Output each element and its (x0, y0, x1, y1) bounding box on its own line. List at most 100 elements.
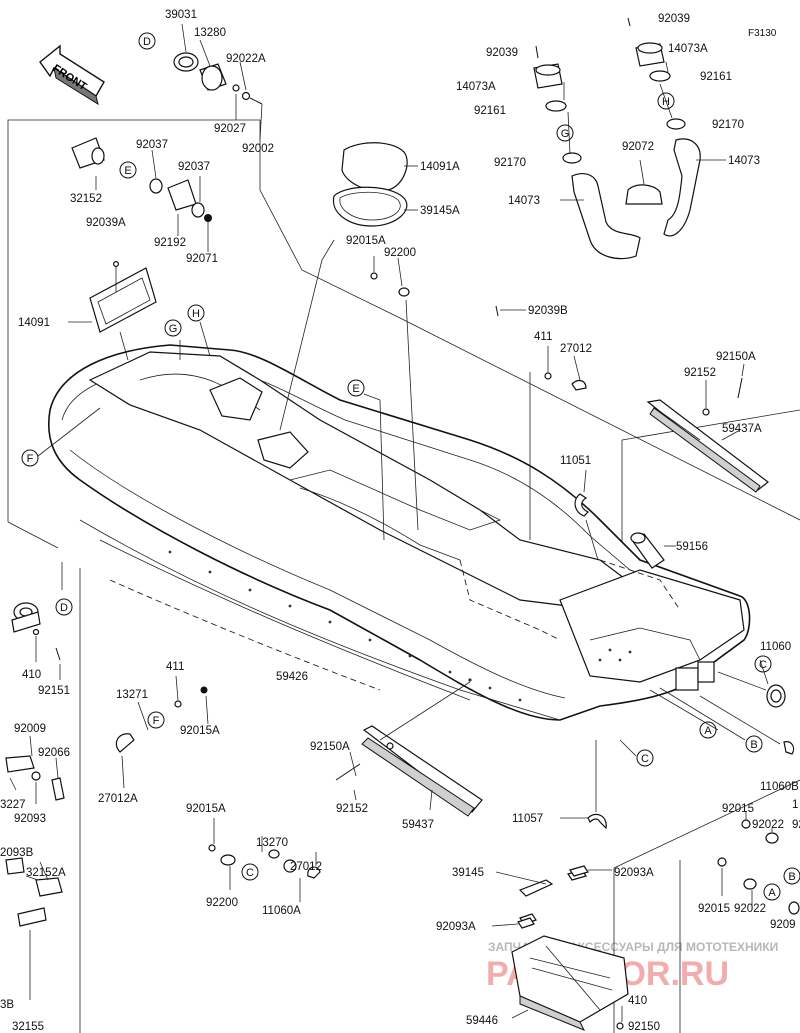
label-92093: 92093 (14, 813, 46, 825)
label-13280: 13280 (194, 27, 226, 39)
callout-b-low: B (783, 867, 800, 885)
label-27012-top: 27012 (560, 343, 592, 355)
svg-text:D: D (60, 602, 68, 614)
label-14091: 14091 (18, 317, 50, 329)
tube-59156 (630, 532, 676, 569)
label-92015-b: 92015 (698, 903, 730, 915)
fastener-group-top (279, 239, 419, 531)
washer-group-right (717, 812, 800, 915)
label-59437: 59437 (402, 819, 434, 831)
callout-g-hull: G (164, 319, 182, 337)
callout-h-top: H (657, 92, 675, 110)
label-92093A-b: 92093A (614, 867, 654, 879)
label-14073-a: 14073 (508, 195, 540, 207)
callout-b-hull: B (745, 735, 763, 753)
callout-e-top: E (119, 161, 137, 179)
clip-group-mid (115, 675, 209, 789)
fitting-group-left-low (5, 857, 63, 1000)
hatch-cover-14091A (332, 142, 418, 227)
label-3227: 3227 (0, 799, 26, 811)
label-92192: 92192 (154, 237, 186, 249)
clip-11051 (574, 469, 599, 561)
svg-text:G: G (169, 323, 178, 335)
label-92027: 92027 (214, 123, 246, 135)
vent-fitting-group (71, 137, 212, 252)
label-14073A-a: 14073A (456, 81, 496, 93)
cooling-hose-group (533, 17, 726, 260)
label-92022-b: 92022 (734, 903, 766, 915)
ring-11060 (699, 659, 795, 755)
callouts: D E G H G H E F D F C C A B C A B (21, 32, 800, 901)
label-92015A-top: 92015A (346, 235, 386, 247)
label-92002: 92002 (242, 143, 274, 155)
svg-text:B: B (750, 739, 757, 751)
svg-text:B: B (788, 871, 795, 883)
svg-text:E: E (124, 165, 131, 177)
label-92037-a: 92037 (136, 139, 168, 151)
callout-g-top: G (556, 124, 574, 142)
label-3B: 3B (0, 999, 14, 1011)
label-92152-mid: 92152 (336, 803, 368, 815)
label-92152-top: 92152 (684, 367, 716, 379)
label-92071: 92071 (186, 253, 218, 265)
callout-e-hull: E (347, 379, 365, 397)
svg-text:A: A (768, 887, 776, 899)
callout-f-hull: F (21, 449, 39, 467)
label-92200-low: 92200 (206, 897, 238, 909)
label-11060-right: 11060 (760, 641, 791, 653)
label-92093A-a: 92093A (436, 921, 476, 933)
label-92170-b: 92170 (712, 119, 744, 131)
label-411-top: 411 (534, 331, 552, 343)
label-59446: 59446 (466, 1015, 498, 1027)
label-59156: 59156 (676, 541, 708, 553)
svg-text:C: C (759, 659, 767, 671)
label-92039-b: 92039 (658, 13, 690, 25)
label-32155: 32155 (12, 1021, 44, 1033)
label-1-cut: 1 (792, 799, 798, 811)
callout-h-hull: H (187, 304, 205, 322)
svg-text:F: F (153, 715, 160, 727)
callout-c-right: C (754, 655, 772, 673)
label-13270: 13270 (256, 837, 288, 849)
callout-a-low: A (763, 883, 781, 901)
drain-plug-group (173, 23, 263, 141)
label-410-low: 410 (628, 995, 647, 1007)
label-11060B-right: 11060B (760, 781, 799, 793)
label-92015A-low: 92015A (186, 803, 226, 815)
callout-c-hull: C (636, 749, 654, 767)
label-14073A-b: 14073A (668, 43, 708, 55)
label-92037-b: 92037 (178, 161, 210, 173)
label-92161-b: 92161 (700, 71, 732, 83)
rail-59437A (646, 363, 769, 493)
label-92039A: 92039A (86, 217, 126, 229)
part-labels: 39031 13280 92022A 92027 92002 92037 920… (0, 9, 800, 1033)
fastener-92039B (495, 305, 526, 317)
strainer-group-left (11, 562, 63, 680)
clip-11057 (560, 740, 607, 830)
clip-group-top (529, 346, 587, 540)
label-410-left: 410 (22, 669, 41, 681)
svg-text:D: D (143, 36, 151, 48)
svg-text:H: H (662, 96, 670, 108)
callout-d-left: D (55, 598, 73, 616)
label-9209-cut: 9209 (770, 919, 796, 931)
svg-text:G: G (561, 128, 570, 140)
label-92022-a: 92022 (752, 819, 784, 831)
label-92150: 92150 (628, 1021, 660, 1033)
rail-59437 (335, 681, 483, 817)
label-92066: 92066 (38, 747, 70, 759)
label-92150A-top: 92150A (716, 351, 756, 363)
label-411-mid: 411 (166, 661, 184, 673)
label-92161-a: 92161 (474, 105, 506, 117)
label-92015A-mid: 92015A (180, 725, 220, 737)
svg-text:C: C (641, 753, 649, 765)
frame-lines (7, 119, 800, 1033)
label-39145A: 39145A (420, 205, 460, 217)
label-27012A: 27012A (98, 793, 138, 805)
svg-text:H: H (192, 308, 200, 320)
figure-code: F3130 (748, 28, 777, 39)
svg-text:E: E (352, 383, 359, 395)
label-92150A-mid: 92150A (310, 741, 350, 753)
grate-59446 (491, 865, 629, 1031)
label-14091A: 14091A (420, 161, 460, 173)
